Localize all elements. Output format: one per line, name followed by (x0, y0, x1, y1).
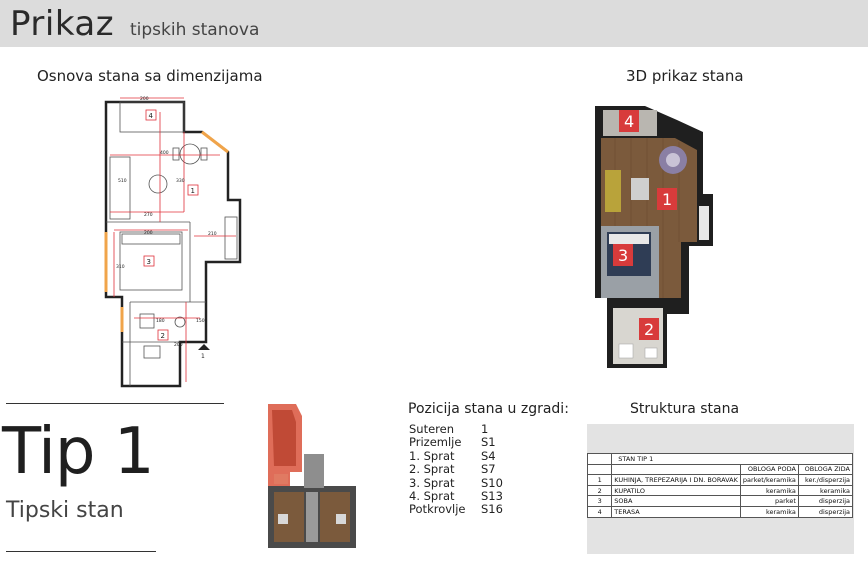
position-row: Prizemlje S1 (409, 435, 503, 450)
structure-title: Struktura stana (630, 401, 740, 417)
table-title-row: STAN TIP 1 (586, 453, 853, 465)
position-unit: S13 (481, 489, 503, 504)
divider-bottom (6, 551, 156, 552)
table-row: 1 KUHINJA, TREPEZARIJA I DN. BORAVAK par… (586, 474, 854, 486)
plan2d-caption: Osnova stana sa dimenzijama (37, 67, 263, 85)
plan3d-room-label: 4 (624, 112, 634, 131)
plan3d-room-label: 1 (662, 190, 672, 209)
page-title: Prikaz (10, 4, 115, 44)
dimension-label: 510 (118, 178, 127, 184)
position-row: 3. Sprat S10 (409, 475, 503, 490)
position-row: Suteren 1 (409, 422, 503, 436)
header-wall: OBLOGA ZIDA (797, 463, 854, 476)
plan3d-room-label: 2 (644, 320, 654, 339)
building-position-plan (268, 404, 356, 548)
position-row: 4. Sprat S13 (409, 489, 503, 504)
position-level: 1. Sprat (409, 448, 455, 463)
position-level: 3. Sprat (409, 475, 455, 490)
structure-table: STAN TIP 1 OBLOGA PODA OBLOGA ZIDA 1 KUH… (586, 453, 854, 518)
position-list: Suteren 1 Prizemlje S1 1. Sprat S4 2. Sprat… (409, 422, 503, 517)
position-row: 2. Sprat S7 (409, 462, 503, 477)
dimension-label: 200 (174, 342, 183, 348)
position-unit: 1 (481, 422, 489, 436)
table-row: 3 SOBA parket disperzija (586, 495, 854, 507)
plan2d-room-label: 4 (149, 112, 154, 120)
position-unit: S16 (481, 502, 503, 517)
floor-plan-3d: 4 1 3 2 (595, 106, 713, 368)
dimension-label: 330 (176, 178, 185, 184)
plan3d-caption: 3D prikaz stana (626, 67, 744, 85)
position-level: 4. Sprat (409, 489, 455, 504)
position-level: Potkrovlje (409, 502, 466, 517)
position-level: Prizemlje (409, 435, 462, 450)
divider-top (6, 403, 224, 404)
dimension-label: 150 (196, 318, 205, 324)
dimension-label: 210 (208, 231, 217, 237)
table-title: STAN TIP 1 (611, 453, 853, 465)
plan2d-room-label: 3 (147, 258, 151, 266)
table-row: 4 TERASA keramika disperzija (586, 505, 854, 518)
header-bar: Prikaz tipskih stanova (0, 0, 868, 47)
dimension-label: 180 (156, 318, 165, 324)
position-row: Potkrovlje S16 (409, 502, 503, 517)
position-level: 2. Sprat (409, 462, 455, 477)
position-unit: S4 (481, 448, 496, 463)
header-floor: OBLOGA PODA (739, 463, 799, 476)
dimension-label: 270 (144, 212, 153, 218)
dimension-label: 310 (116, 264, 125, 270)
plan2d-room-label: 2 (161, 332, 165, 340)
position-row: 1. Sprat S4 (409, 448, 503, 463)
table-header-row: OBLOGA PODA OBLOGA ZIDA (586, 463, 854, 476)
table-row: 2 KUPATILO keramika keramika (586, 484, 854, 497)
position-level: Suteren (409, 422, 455, 436)
position-unit: S10 (481, 475, 503, 490)
position-unit: S1 (481, 435, 496, 450)
dimension-label: 200 (140, 96, 149, 102)
type-subtitle: Tipski stan (6, 498, 124, 523)
type-title: Tip 1 (2, 415, 155, 489)
position-title: Pozicija stana u zgradi: (408, 401, 569, 417)
entry-label: 1 (201, 353, 205, 360)
plan3d-room-label: 3 (618, 246, 628, 265)
dimension-label: 400 (160, 150, 169, 156)
position-unit: S7 (481, 462, 496, 477)
dimension-label: 200 (144, 230, 153, 236)
floor-plan-2d: 200 400 510 330 270 210 200 310 180 150 … (104, 96, 242, 388)
page-subtitle: tipskih stanova (130, 20, 260, 40)
plan2d-room-label: 1 (191, 187, 195, 195)
